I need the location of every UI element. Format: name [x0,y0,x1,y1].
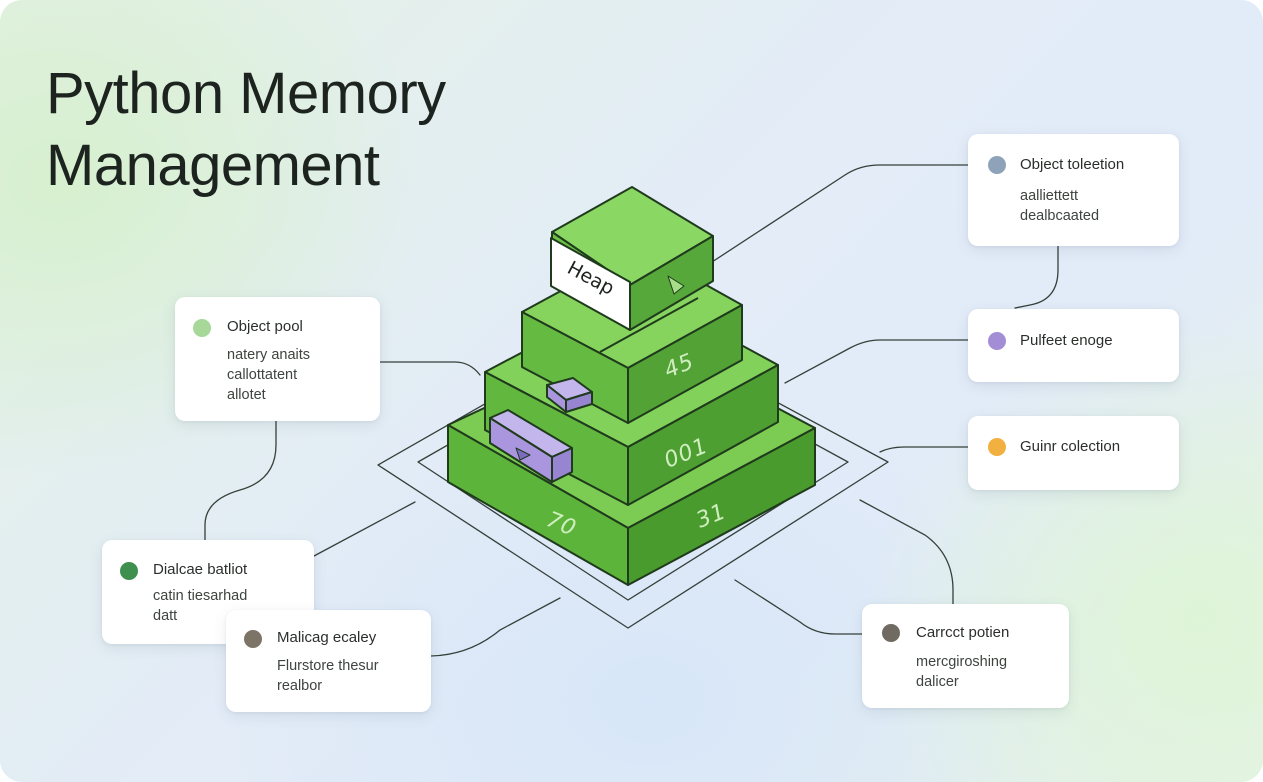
card-line: dalicer [916,674,959,690]
card-line: natery anaits [227,347,311,363]
card-title: Object pool [227,318,303,335]
card-dot [988,156,1006,174]
card-dot [120,562,138,580]
card-title: Malicag ecaley [277,629,377,646]
wire-mailcag [430,597,561,657]
wire-object-pool [379,361,481,376]
card-description: catin tiesarhad datt [153,586,247,626]
wire-object-tolection [711,164,969,263]
card-line: callottatent [227,367,298,383]
card-line: allotet [227,387,266,403]
card-title: Pulfeet enoge [1020,332,1113,349]
wire-carrect-up [859,499,954,605]
card-dot [988,332,1006,350]
lavender-block-small [546,377,593,413]
page-title: Python Memory Management [46,58,446,202]
card-description: mercgiroshing dalicer [916,652,1007,692]
wire-tolection-drop [1014,245,1059,309]
card-title: Guinr colection [1020,438,1121,455]
card-dot [193,319,211,337]
wire-carrect [734,579,863,635]
card-title: Carrcct potien [916,624,1010,641]
card-dot [882,624,900,642]
card-title: Dialcae batliot [153,561,248,578]
heap-tag [550,237,631,331]
card-guinr: Guinr colection [968,416,1179,490]
card-dot [244,630,262,648]
card-description: natery anaits callottatent allotet [227,345,310,405]
card-dot [988,438,1006,456]
card-line: datt [153,608,178,624]
card-mailcag: Malicag ecaley Flurstore thesur realbor [226,610,431,712]
wire-dialcase [313,501,416,557]
card-line: aalliettett [1020,188,1079,204]
title-line-1: Python Memory [46,61,446,126]
card-object-pool: Object pool natery anaits callottatent a… [175,297,380,421]
wire-pulfeet [784,339,969,384]
lavender-block-large [489,409,573,483]
card-line: mercgiroshing [916,654,1008,670]
wire-guinr [879,446,969,453]
card-description: Flurstore thesur realbor [277,656,379,696]
wire-pool-to-dialcase [204,419,277,541]
card-object-tolection: Object toleetion aalliettett dealbcaated [968,134,1179,246]
card-line: realbor [277,678,323,694]
card-line: dealbcaated [1020,208,1100,224]
card-pulfeet: Pulfeet enoge [968,309,1179,382]
card-description: aalliettett dealbcaated [1020,186,1099,226]
card-line: catin tiesarhad [153,588,248,604]
card-carrect: Carrcct potien mercgiroshing dalicer [862,604,1069,708]
card-line: Flurstore thesur [277,658,379,674]
card-title: Object toleetion [1020,156,1125,173]
title-line-2: Management [46,133,380,198]
